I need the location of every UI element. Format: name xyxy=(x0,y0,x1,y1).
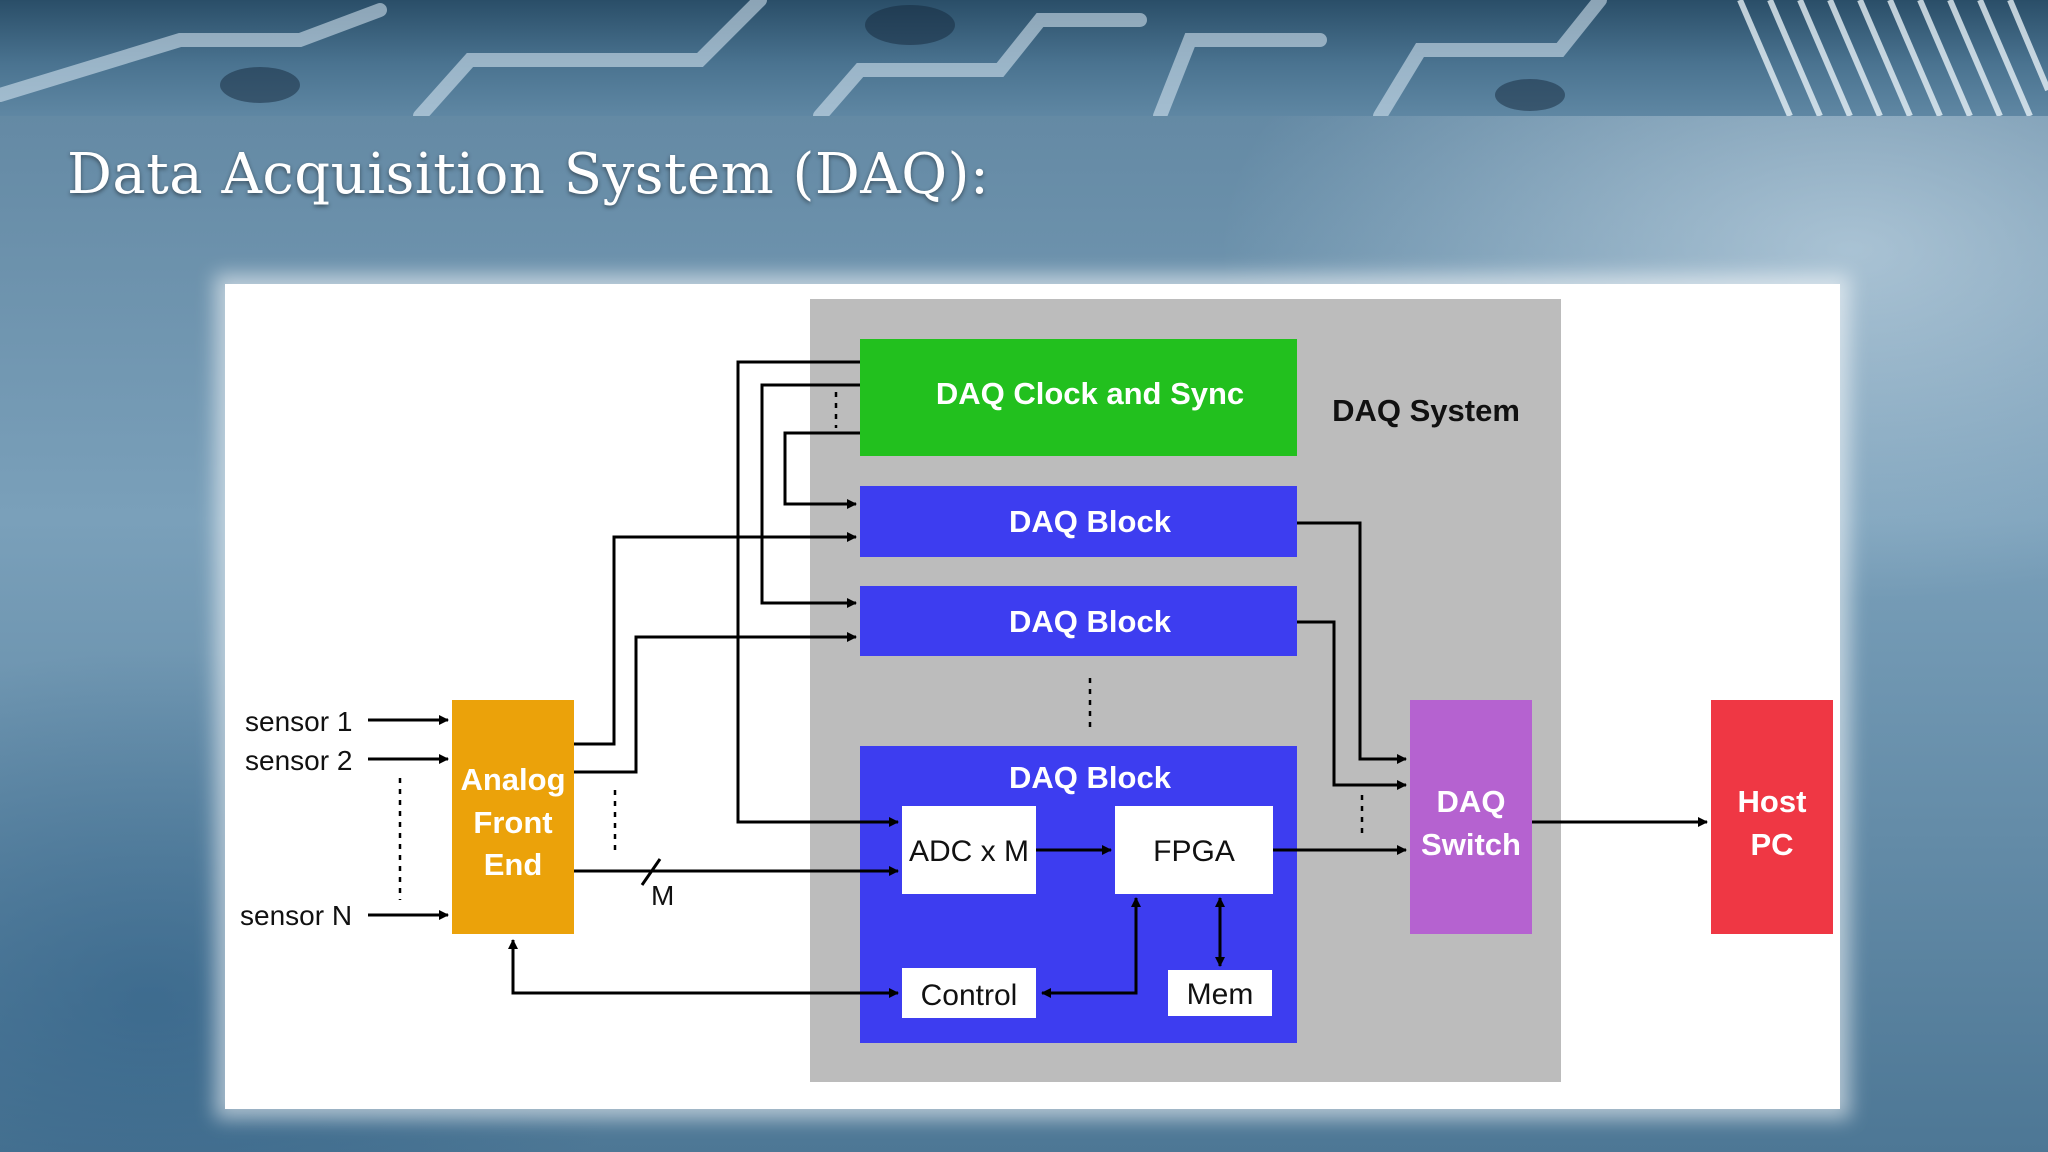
adc-box xyxy=(902,806,1036,894)
host-pc-box xyxy=(1711,700,1833,934)
daq-block-1-label: DAQ Block xyxy=(1009,504,1172,539)
circuit-traces-decoration xyxy=(0,0,2048,116)
sensor-n-label: sensor N xyxy=(240,900,352,931)
mem-label: Mem xyxy=(1187,978,1254,1011)
fpga-box xyxy=(1115,806,1273,894)
sensor-2-label: sensor 2 xyxy=(245,745,352,776)
afe-label-line3: End xyxy=(484,847,543,882)
bus-width-label: M xyxy=(651,880,674,911)
daq-system-label: DAQ System xyxy=(1332,393,1520,428)
clock-to-block2-wire xyxy=(760,383,860,608)
daq-switch-label-line1: DAQ xyxy=(1437,784,1506,819)
afe-to-block1-wire xyxy=(574,532,857,746)
block1-to-switch-wire xyxy=(1297,521,1407,764)
control-box xyxy=(902,968,1036,1018)
block2-to-switch-wire xyxy=(1297,620,1407,790)
adc-label: ADC x M xyxy=(909,835,1029,868)
clock-to-block1-wire xyxy=(783,431,860,509)
circuit-board-banner xyxy=(0,0,2048,116)
daq-block-2-label: DAQ Block xyxy=(1009,604,1172,639)
clock-to-adc-wire xyxy=(736,360,899,827)
afe-label-line2: Front xyxy=(473,805,552,840)
fpga-control-wire xyxy=(1041,897,1141,998)
daq-switch-box xyxy=(1410,700,1532,934)
control-label: Control xyxy=(921,979,1018,1012)
control-to-afe-wire xyxy=(508,939,899,998)
analog-front-end-box xyxy=(452,700,574,934)
daq-switch-label-line2: Switch xyxy=(1421,827,1521,862)
afe-label-line1: Analog xyxy=(460,762,565,797)
host-pc-label-line2: PC xyxy=(1750,827,1793,862)
daq-clock-sync-label: DAQ Clock and Sync xyxy=(936,376,1244,411)
daq-block-2 xyxy=(860,586,1297,656)
mem-box xyxy=(1168,970,1272,1016)
fpga-label: FPGA xyxy=(1153,835,1235,868)
host-pc-label-line1: Host xyxy=(1738,784,1807,819)
sensor-1-label: sensor 1 xyxy=(245,706,352,737)
daq-block-1 xyxy=(860,486,1297,557)
afe-to-block2-wire xyxy=(574,632,857,774)
bus-width-slash xyxy=(640,858,662,886)
daq-block-n-label: DAQ Block xyxy=(1009,760,1172,795)
slide-title: Data Acquisition System (DAQ): xyxy=(67,142,990,207)
daq-clock-sync-box xyxy=(860,339,1297,456)
